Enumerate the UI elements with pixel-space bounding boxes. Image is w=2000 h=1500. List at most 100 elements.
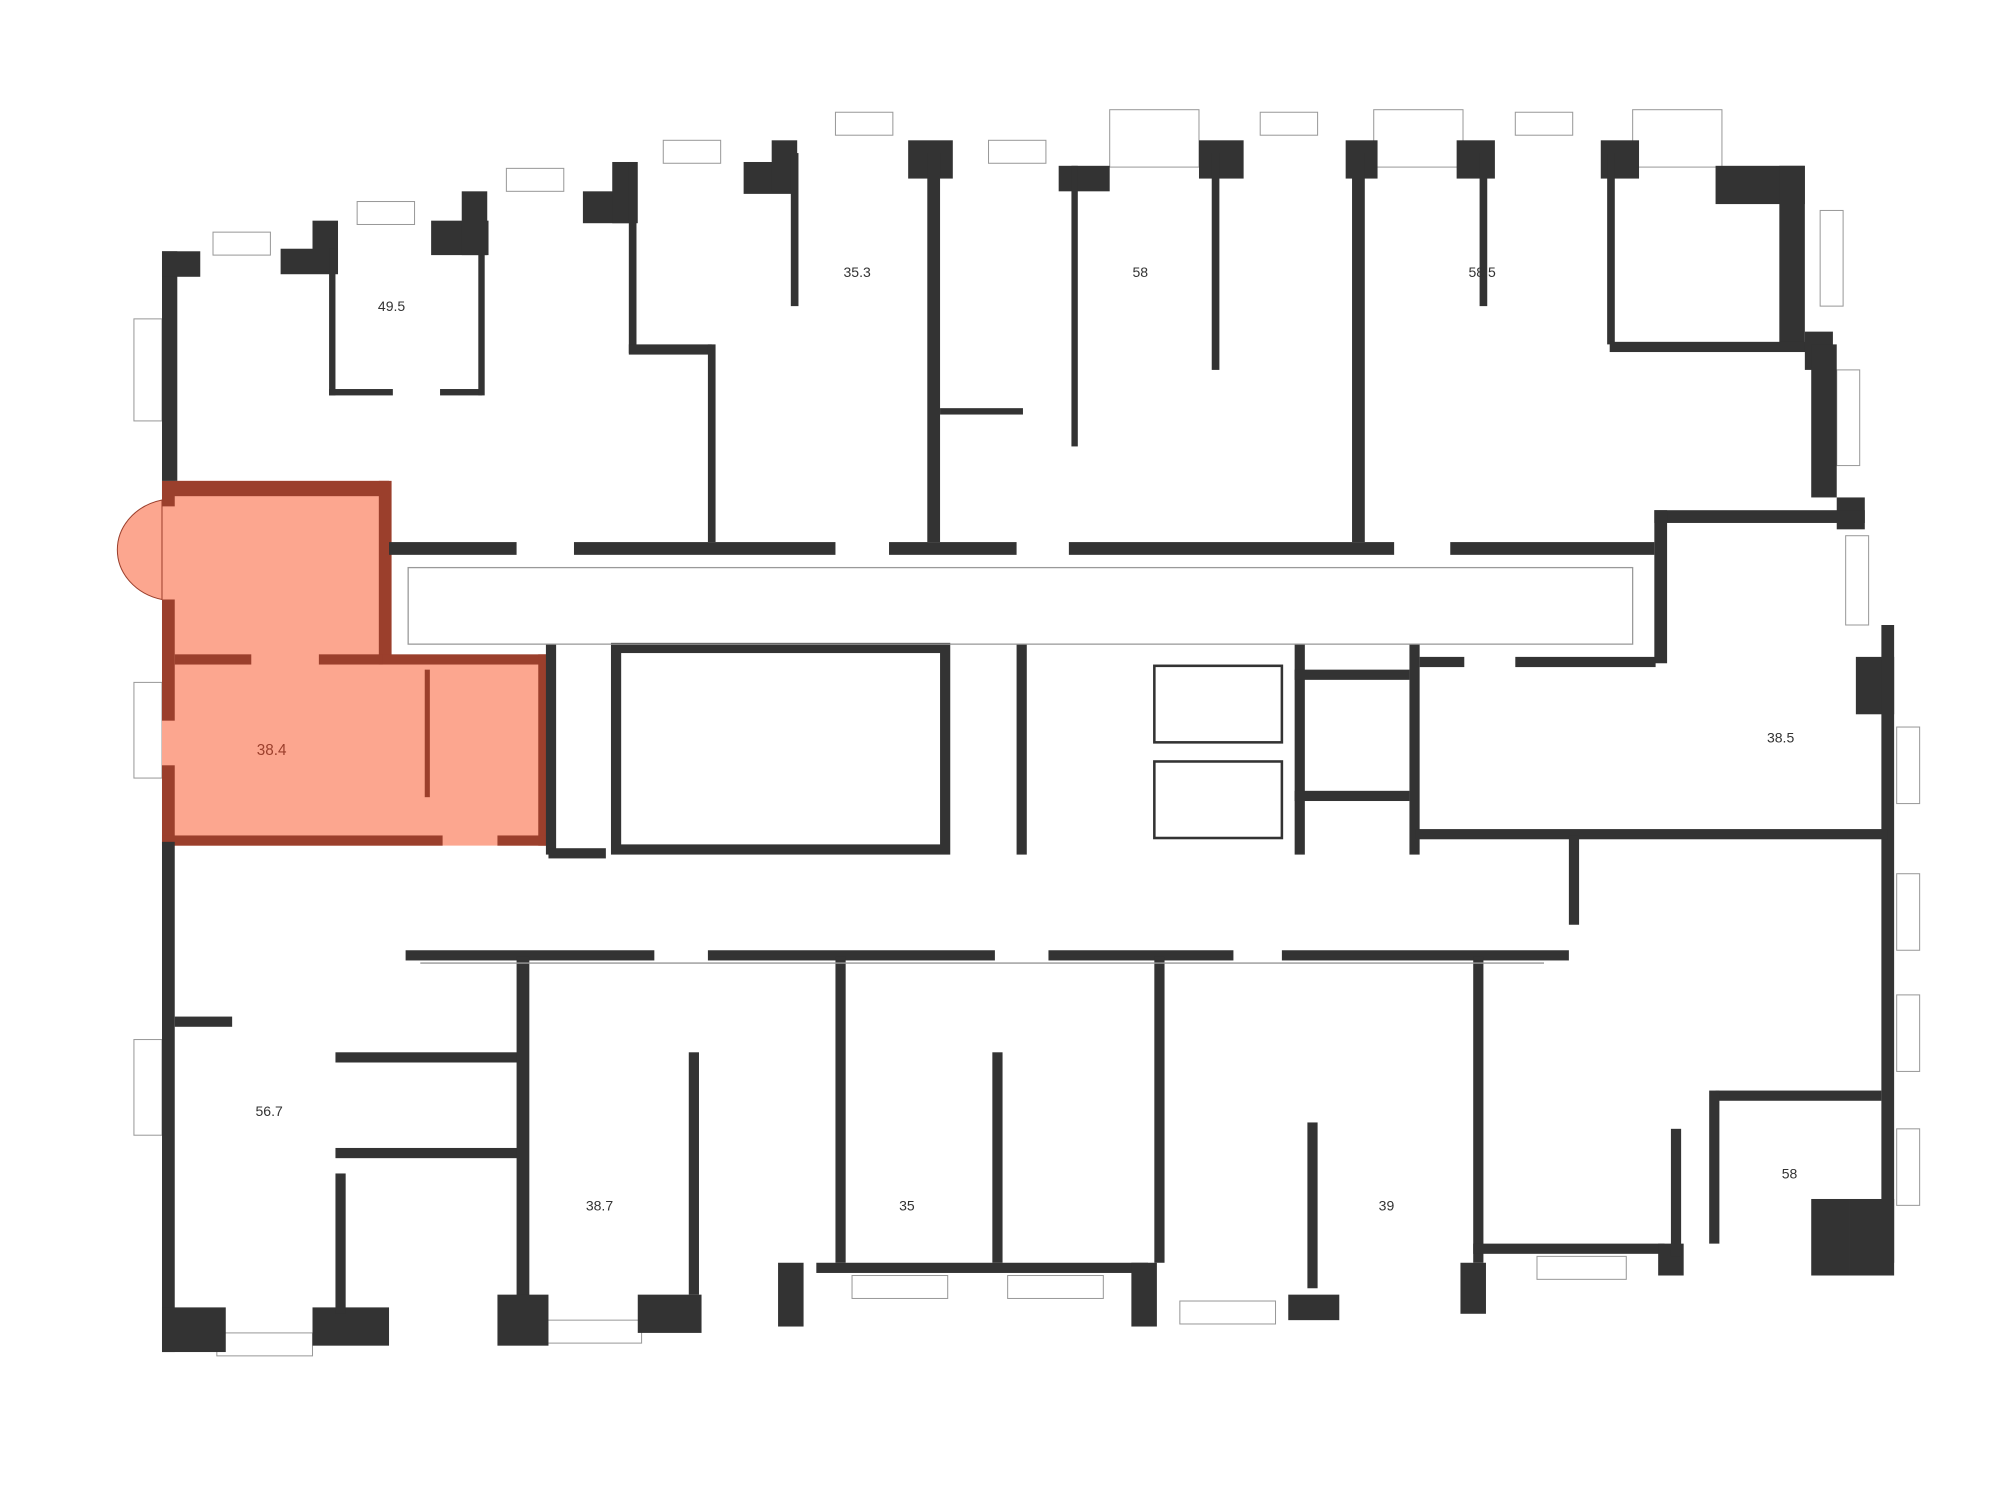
window-box: [1896, 873, 1921, 951]
wall: [1609, 341, 1808, 353]
wall: [1607, 153, 1615, 345]
wall: [1131, 1262, 1157, 1327]
wall: [1460, 1262, 1486, 1314]
wall: [637, 1294, 702, 1333]
wall: [1473, 956, 1484, 1263]
wall: [548, 848, 606, 859]
window-box: [212, 231, 271, 256]
wall: [1709, 1090, 1720, 1244]
window-box: [1836, 369, 1861, 467]
apartment-area-label: 35.3: [844, 264, 871, 280]
wall: [161, 841, 175, 1353]
window-box: [988, 139, 1047, 164]
wall: [389, 542, 517, 555]
wall: [335, 1052, 527, 1063]
selected-wall: [538, 654, 549, 846]
apartment-area-label: 58: [1782, 1166, 1798, 1182]
wall: [1654, 510, 1668, 664]
wall: [688, 1052, 699, 1295]
selected-wall: [161, 480, 175, 507]
window-box: [1896, 726, 1921, 805]
selected-wall: [318, 654, 383, 665]
wall: [545, 644, 557, 855]
wall: [1654, 510, 1865, 523]
wall: [927, 153, 941, 543]
apartment-area-label: 49.5: [378, 298, 405, 314]
window-box: [505, 167, 565, 192]
wall: [816, 1262, 1148, 1273]
wall: [1288, 1294, 1340, 1321]
wall: [1294, 669, 1410, 680]
wall: [940, 408, 1023, 415]
window-box: [1536, 1255, 1627, 1280]
apartment-area-label: 39: [1379, 1197, 1395, 1213]
window-box: [356, 201, 416, 225]
window-box: [1259, 111, 1319, 136]
wall: [1419, 656, 1465, 668]
wall: [992, 1052, 1003, 1263]
window-box: [1109, 109, 1200, 168]
wall: [1811, 344, 1837, 498]
wall: [1294, 644, 1305, 855]
wall: [516, 956, 530, 1302]
selected-wall: [161, 765, 175, 846]
window-box: [1845, 535, 1870, 626]
wall: [778, 1262, 804, 1327]
stairwell: [610, 642, 951, 855]
wall: [497, 1294, 549, 1346]
elevator-shaft: [1153, 760, 1284, 840]
wall: [478, 248, 485, 396]
window-box: [1373, 109, 1464, 168]
wall: [1409, 644, 1420, 855]
wall: [1600, 140, 1640, 179]
selected-wall: [378, 480, 392, 660]
wall: [161, 251, 201, 277]
wall: [329, 389, 393, 396]
window-box: [545, 1319, 643, 1344]
wall: [312, 1307, 390, 1346]
selected-wall: [424, 669, 430, 798]
wall: [1479, 153, 1488, 307]
wall: [335, 1147, 527, 1159]
window-box: [133, 1039, 163, 1136]
wall: [440, 389, 483, 396]
wall: [1307, 1122, 1318, 1289]
window-box: [133, 318, 163, 422]
wall: [1881, 625, 1895, 1263]
apartment-labels: 49.5 35.3 58 58.5 38.4 38.5 56.7 38.7 35…: [255, 264, 1797, 1214]
wall: [1456, 140, 1495, 179]
wall: [1294, 790, 1410, 802]
wall: [1670, 1128, 1682, 1257]
wall: [161, 251, 178, 481]
corridor-outline: [407, 566, 1634, 645]
apartment-area-label: 35: [899, 1197, 915, 1213]
selected-wall: [378, 654, 549, 665]
wall: [1352, 153, 1365, 543]
wall: [1515, 656, 1656, 668]
wall: [628, 344, 712, 355]
wall: [1071, 165, 1078, 447]
wall: [1211, 153, 1220, 370]
window-box: [662, 139, 722, 164]
window-box: [1896, 994, 1921, 1072]
walls-layer: [161, 140, 1895, 1353]
wall: [174, 1016, 233, 1027]
wall: [628, 161, 637, 354]
selected-apartment-area-label: 38.4: [257, 742, 287, 759]
apartment-area-label: 38.5: [1767, 729, 1794, 745]
window-box: [1514, 111, 1574, 136]
wall: [1198, 140, 1244, 179]
window-box: [1819, 209, 1844, 307]
wall: [707, 344, 716, 543]
fixtures-layer: [133, 109, 1921, 1357]
wall: [1568, 835, 1580, 925]
selected-balcony: [116, 499, 163, 601]
selected-apartment-38-4[interactable]: [116, 480, 549, 846]
wall: [790, 153, 799, 307]
window-box: [851, 1275, 949, 1299]
selected-wall: [497, 835, 549, 846]
window-box: [1632, 109, 1723, 168]
window-box: [834, 111, 894, 136]
wall: [1068, 542, 1395, 555]
